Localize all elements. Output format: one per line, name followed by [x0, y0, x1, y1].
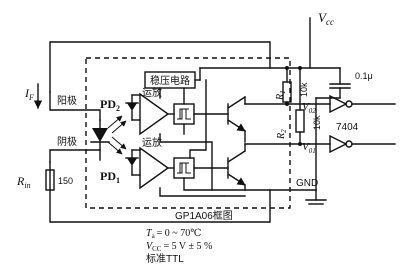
schmitt-trigger-upper: [173, 103, 229, 125]
input-resistor: [45, 169, 55, 191]
rin-label: Rin: [16, 174, 31, 190]
condition-logic: 标准TTL: [146, 253, 184, 265]
transistor-lower: [227, 143, 301, 191]
opamp-upper: [139, 92, 175, 136]
transistor-upper: [227, 96, 301, 143]
block-name-label: GP1A06框图: [175, 209, 233, 222]
gp1a06-dashed-boundary: [85, 57, 291, 209]
r2-value: 10k: [312, 115, 322, 130]
anode-label: 阳极: [57, 94, 77, 107]
gnd-label: GND: [296, 178, 318, 189]
opamp-lower-label: 运放: [142, 136, 162, 149]
opamp-upper-label: 运放: [142, 86, 162, 99]
pd2-label: PD2: [100, 97, 120, 113]
inverter-upper: [329, 94, 396, 114]
pd1-label: PD1: [100, 169, 120, 185]
cathode-label: 阴极: [57, 135, 77, 148]
regulator-circuit: [144, 67, 201, 89]
capacitor-value: 0.1μ: [355, 71, 373, 81]
opamp-lower: [139, 146, 175, 190]
schmitt-trigger-lower: [173, 157, 229, 179]
input-wiring: [33, 41, 271, 223]
r1-value: 10k: [299, 82, 309, 97]
ground-rail: [244, 97, 327, 205]
photodiode-pd1: [125, 149, 141, 176]
condition-vcc: VCC= 5 V ± 5 %: [146, 241, 212, 253]
decoupling-capacitor: [315, 67, 351, 99]
photodiode-pd2: [125, 94, 141, 121]
vo2-label: V02: [302, 101, 316, 115]
internal-bias-wiring: [159, 79, 246, 197]
r2-label: R2: [276, 129, 288, 140]
inverter-lower: [329, 134, 396, 154]
vcc-label: Vcc: [318, 10, 334, 27]
regulator-label: 稳压电路: [150, 74, 190, 87]
if-label: IF: [24, 86, 34, 102]
infrared-led: [90, 119, 110, 151]
vo1-label: V01: [302, 141, 316, 155]
r1-label: R1: [275, 90, 287, 101]
rin-value: 150: [58, 176, 73, 186]
output-wiring: [285, 66, 331, 146]
light-rays: [107, 115, 127, 155]
condition-ta: Ta= 0 ~ 70℃: [146, 228, 201, 240]
gate-part-label: 7404: [336, 122, 359, 133]
